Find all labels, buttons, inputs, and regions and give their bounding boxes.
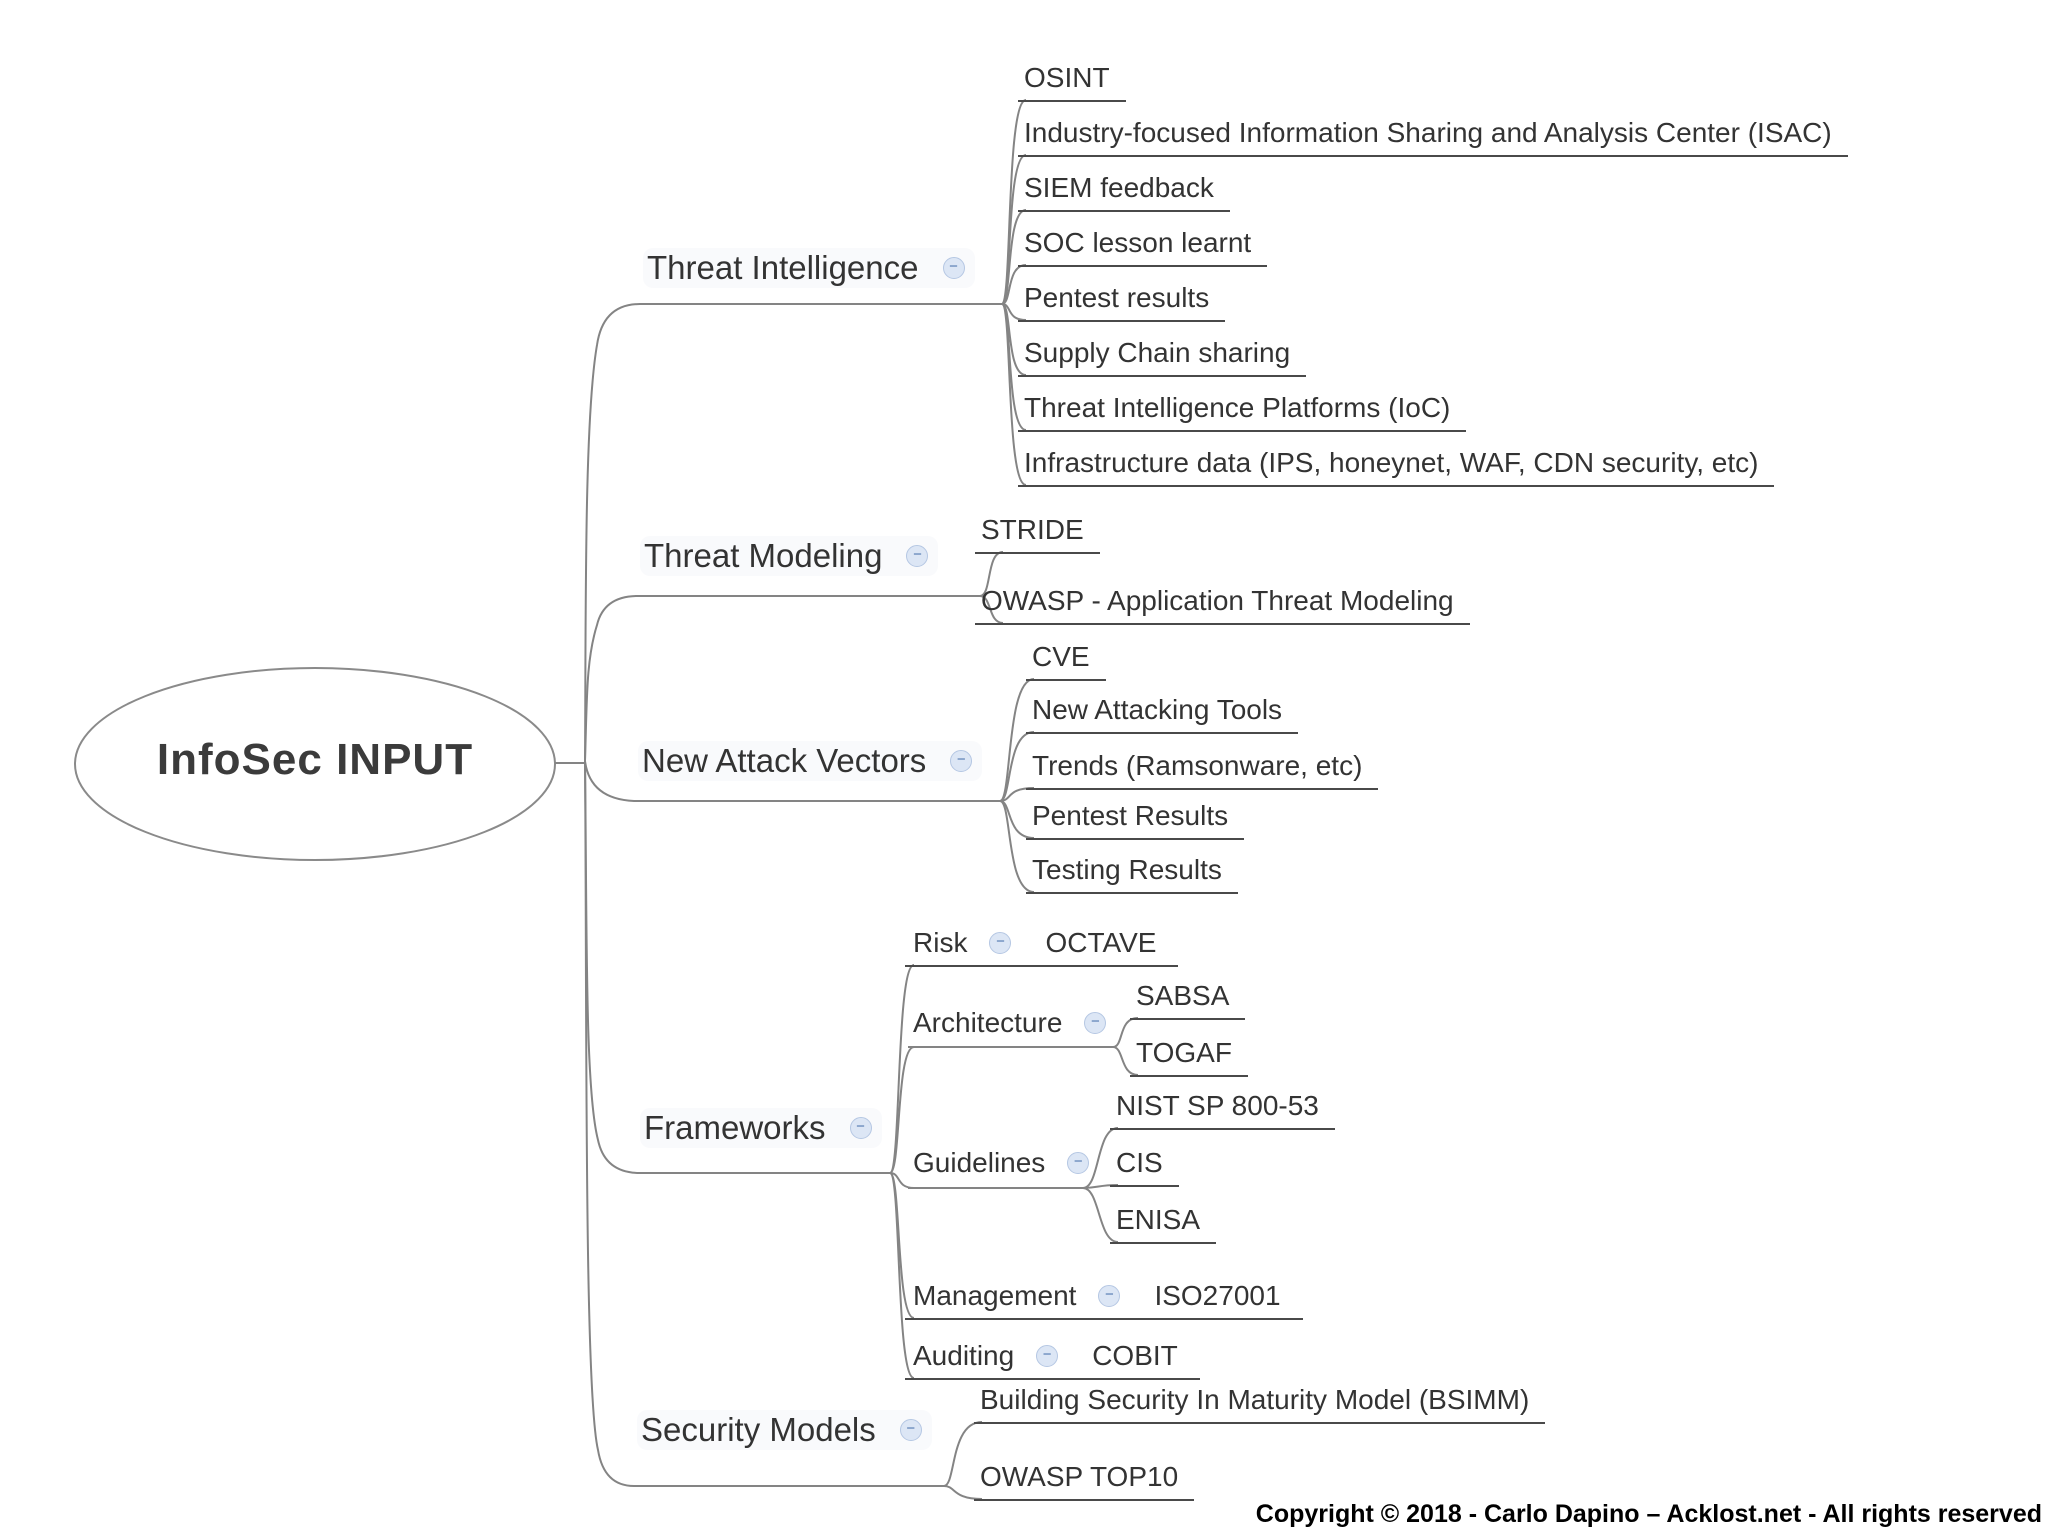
- node-osint[interactable]: OSINT: [1018, 61, 1126, 102]
- node-togaf[interactable]: TOGAF: [1130, 1036, 1248, 1077]
- branch-security-models-label: Security Models: [641, 1411, 876, 1448]
- node-sabsa[interactable]: SABSA: [1130, 979, 1246, 1020]
- branch-frameworks-label: Frameworks: [644, 1109, 826, 1146]
- branch-security-models[interactable]: Security Models −: [637, 1410, 932, 1450]
- node-enisa[interactable]: ENISA: [1110, 1203, 1217, 1244]
- node-threat-intel-platforms[interactable]: Threat Intelligence Platforms (IoC): [1018, 391, 1467, 432]
- node-nist-sp-800-53[interactable]: NIST SP 800-53: [1110, 1089, 1335, 1130]
- root-node[interactable]: InfoSec INPUT: [156, 735, 474, 784]
- subbranch-guidelines-label: Guidelines: [913, 1147, 1046, 1178]
- subbranch-management-label: Management: [913, 1280, 1077, 1311]
- subbranch-risk-label: Risk: [913, 927, 968, 958]
- branch-threat-modeling-label: Threat Modeling: [644, 537, 883, 574]
- node-trends-ramsonware[interactable]: Trends (Ramsonware, etc): [1026, 749, 1379, 790]
- subbranch-risk[interactable]: Risk − OCTAVE: [905, 926, 1179, 967]
- node-stride[interactable]: STRIDE: [975, 513, 1100, 554]
- node-isac[interactable]: Industry-focused Information Sharing and…: [1018, 116, 1848, 157]
- branch-new-attack-vectors-label: New Attack Vectors: [642, 742, 927, 779]
- node-cis[interactable]: CIS: [1110, 1146, 1179, 1187]
- branch-frameworks[interactable]: Frameworks −: [640, 1108, 882, 1148]
- node-supply-chain-sharing[interactable]: Supply Chain sharing: [1018, 336, 1307, 377]
- collapse-minus-icon[interactable]: −: [1098, 1284, 1121, 1307]
- node-pentest-results-ti[interactable]: Pentest results: [1018, 281, 1226, 322]
- branch-new-attack-vectors[interactable]: New Attack Vectors −: [638, 741, 983, 781]
- node-bsimm[interactable]: Building Security In Maturity Model (BSI…: [974, 1383, 1546, 1424]
- branch-threat-intelligence[interactable]: Threat Intelligence −: [643, 248, 975, 288]
- copyright-text: Copyright © 2018 - Carlo Dapino – Acklos…: [1255, 1500, 2042, 1528]
- collapse-minus-icon[interactable]: −: [1036, 1344, 1059, 1367]
- node-octave[interactable]: OCTAVE: [1045, 927, 1157, 958]
- node-owasp-app-threat-modeling[interactable]: OWASP - Application Threat Modeling: [975, 584, 1470, 625]
- collapse-minus-icon[interactable]: −: [899, 1419, 922, 1441]
- subbranch-architecture[interactable]: Architecture −: [905, 1006, 1128, 1039]
- branch-threat-modeling[interactable]: Threat Modeling −: [640, 536, 939, 576]
- node-testing-results[interactable]: Testing Results: [1026, 853, 1238, 894]
- collapse-minus-icon[interactable]: −: [989, 931, 1012, 954]
- node-infrastructure-data[interactable]: Infrastructure data (IPS, honeynet, WAF,…: [1018, 446, 1775, 487]
- collapse-minus-icon[interactable]: −: [942, 257, 965, 279]
- subbranch-architecture-label: Architecture: [913, 1007, 1063, 1038]
- subbranch-auditing-label: Auditing: [913, 1340, 1015, 1371]
- node-cobit[interactable]: COBIT: [1092, 1340, 1178, 1371]
- collapse-minus-icon[interactable]: −: [1067, 1151, 1090, 1174]
- subbranch-auditing[interactable]: Auditing − COBIT: [905, 1339, 1200, 1380]
- node-new-attacking-tools[interactable]: New Attacking Tools: [1026, 693, 1299, 734]
- collapse-minus-icon[interactable]: −: [906, 545, 929, 567]
- node-cve[interactable]: CVE: [1026, 640, 1106, 681]
- collapse-minus-icon[interactable]: −: [1084, 1011, 1107, 1034]
- node-pentest-results-nav[interactable]: Pentest Results: [1026, 799, 1245, 840]
- branch-threat-intelligence-label: Threat Intelligence: [647, 249, 919, 286]
- node-soc-lesson-learnt[interactable]: SOC lesson learnt: [1018, 226, 1268, 267]
- node-iso27001[interactable]: ISO27001: [1154, 1280, 1281, 1311]
- subbranch-management[interactable]: Management − ISO27001: [905, 1279, 1303, 1320]
- collapse-minus-icon[interactable]: −: [849, 1117, 872, 1139]
- subbranch-guidelines[interactable]: Guidelines −: [905, 1146, 1111, 1179]
- node-siem-feedback[interactable]: SIEM feedback: [1018, 171, 1230, 212]
- node-owasp-top10[interactable]: OWASP TOP10: [974, 1460, 1195, 1501]
- collapse-minus-icon[interactable]: −: [950, 750, 973, 772]
